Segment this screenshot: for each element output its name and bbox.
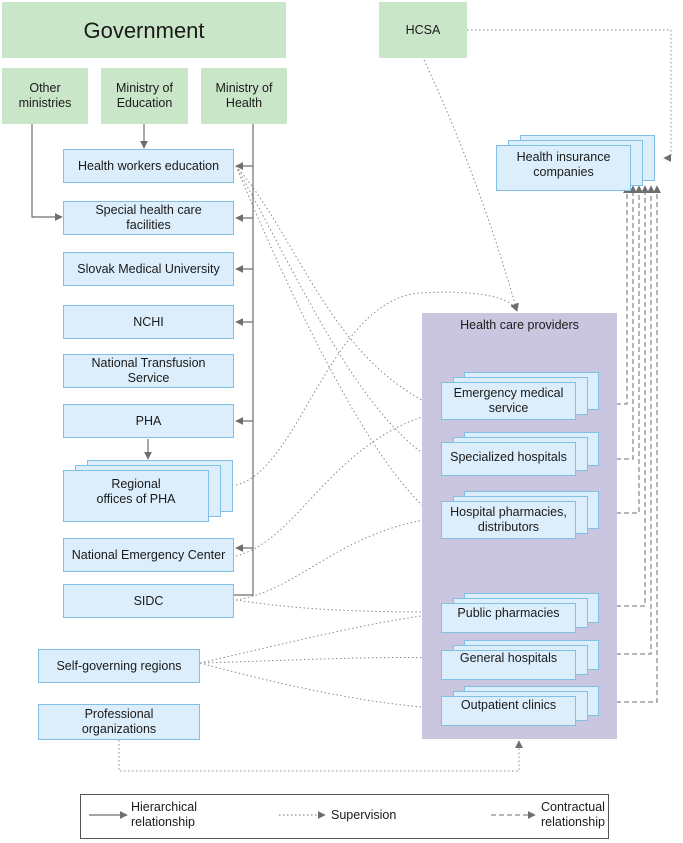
ministry-of-education-label: Ministry of Education	[116, 81, 173, 110]
government-box: Government	[2, 2, 286, 58]
national-emergency-center-box: National Emergency Center	[63, 538, 234, 572]
sidc-box: SIDC	[63, 584, 234, 618]
health-care-providers-title: Health care providers	[460, 318, 579, 332]
special-health-care-facilities-label: Special health care facilities	[95, 203, 202, 232]
ministry-of-education-box: Ministry of Education	[101, 68, 188, 124]
ministry-of-health-label: Ministry of Health	[215, 81, 273, 110]
national-transfusion-service-label: National Transfusion Service	[91, 356, 206, 385]
slovak-medical-university-box: Slovak Medical University	[63, 252, 234, 286]
health-insurance-companies-label: Health insurance companies	[516, 150, 611, 179]
hcsa-box: HCSA	[379, 2, 467, 58]
specialized-hospitals-label: Specialized hospitals	[450, 449, 567, 464]
emergency-medical-service-label: Emergency medical service	[453, 386, 564, 415]
other-ministries-label: Other ministries	[18, 81, 72, 110]
hierarchical-lines	[31, 124, 254, 596]
pha-label: PHA	[135, 413, 162, 428]
ministry-of-health-box: Ministry of Health	[201, 68, 287, 124]
nchi-box: NCHI	[63, 305, 234, 339]
self-governing-regions-label: Self-governing regions	[56, 658, 182, 673]
public-pharmacies-label: Public pharmacies	[457, 605, 560, 620]
hospital-pharmacies-distributors-label: Hospital pharmacies, distributors	[450, 505, 567, 534]
hcsa-to-insurance-line	[467, 29, 672, 162]
government-label: Government	[83, 17, 205, 43]
other-to-special-line	[31, 124, 63, 221]
professional-organizations-label: Professional organizations	[81, 707, 157, 736]
other-ministries-box: Other ministries	[2, 68, 88, 124]
national-emergency-center-label: National Emergency Center	[71, 547, 226, 562]
supervision-lines	[118, 29, 672, 772]
hcsa-to-providers-line	[423, 59, 519, 312]
general-hospitals-label: General hospitals	[459, 650, 558, 665]
legend-contractual-label: Contractual relationship	[541, 800, 605, 829]
legend-hierarchical-label: Hierarchical relationship	[131, 800, 197, 829]
national-transfusion-service-box: National Transfusion Service	[63, 354, 234, 388]
self-governing-regions-box: Self-governing regions	[38, 649, 200, 683]
professional-to-providers-line	[118, 740, 523, 772]
legend-swatches	[89, 811, 536, 819]
pha-box: PHA	[63, 404, 234, 438]
health-workers-education-label: Health workers education	[77, 158, 220, 173]
slovak-medical-university-label: Slovak Medical University	[77, 261, 220, 276]
nchi-label: NCHI	[133, 314, 164, 329]
outpatient-clinics-label: Outpatient clinics	[460, 697, 557, 712]
professional-organizations-box: Professional organizations	[38, 704, 200, 740]
contractual-lines	[599, 185, 661, 706]
hcsa-label: HCSA	[405, 22, 441, 37]
legend: Hierarchical relationship Supervision Co…	[80, 794, 609, 839]
moh-trunk-line	[234, 124, 254, 596]
regional-offices-of-pha-label: Regional offices of PHA	[96, 477, 176, 506]
legend-supervision-label: Supervision	[331, 808, 397, 822]
sidc-label: SIDC	[133, 593, 164, 608]
health-workers-education-box: Health workers education	[63, 149, 234, 183]
special-health-care-facilities-box: Special health care facilities	[63, 201, 234, 235]
